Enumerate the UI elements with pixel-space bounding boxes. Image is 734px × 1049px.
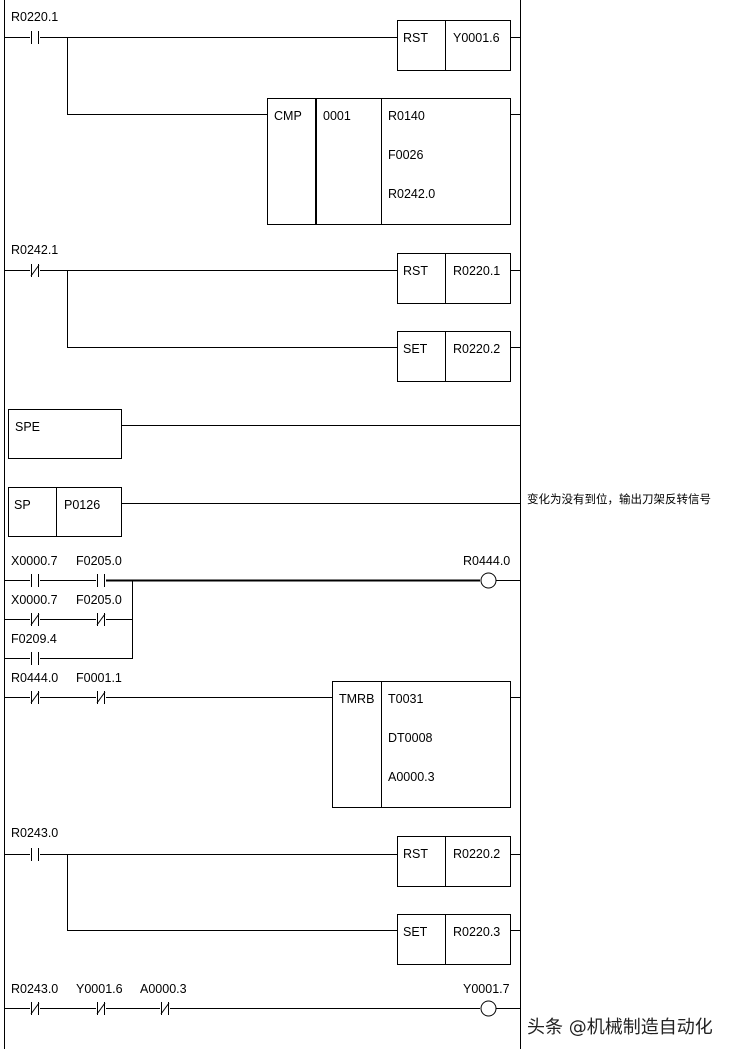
set-instruction-block[interactable]: SET R0220.3: [397, 914, 511, 965]
instruction-operand: R0220.3: [453, 925, 501, 939]
cmp-instruction-block[interactable]: CMP 0001 R0140 F0026 R0242.0: [267, 98, 511, 225]
rst-instruction-block[interactable]: RST R0220.2: [397, 836, 511, 887]
rung-6-wiring: [4, 691, 520, 704]
instruction-func: SPE: [15, 420, 41, 434]
rung-7-wiring: [4, 848, 520, 931]
instruction-operand: R0220.1: [453, 264, 501, 278]
instruction-operand: F0026: [388, 148, 424, 162]
coil-label: Y0001.7: [463, 982, 510, 996]
instruction-operand: R0220.2: [453, 342, 501, 356]
rung-1-wiring: [4, 31, 520, 115]
instruction-operand: T0031: [388, 692, 424, 706]
rung-5-wiring: [4, 572, 520, 665]
sp-instruction-block[interactable]: SP P0126: [8, 487, 122, 537]
coil-label: R0444.0: [463, 554, 511, 568]
instruction-param: 0001: [323, 109, 351, 123]
contact-label: X0000.7: [11, 593, 58, 607]
contact-label: F0205.0: [76, 593, 122, 607]
rung-comment: 变化为没有到位，输出刀架反转信号: [527, 492, 711, 506]
rst-instruction-block[interactable]: RST Y0001.6: [397, 20, 511, 71]
tmrb-instruction-block[interactable]: TMRB T0031 DT0008 A0000.3: [332, 681, 511, 808]
spe-instruction-block[interactable]: SPE: [8, 409, 122, 459]
contact-label: R0243.0: [11, 982, 59, 996]
watermark: 头条 @机械制造自动化: [527, 1017, 713, 1038]
contact-label: R0220.1: [11, 10, 59, 24]
coil-icon: [480, 1000, 497, 1017]
instruction-operand: Y0001.6: [453, 31, 500, 45]
instruction-func: RST: [403, 847, 428, 861]
rung-2-wiring: [4, 264, 520, 348]
rst-instruction-block[interactable]: RST R0220.1: [397, 253, 511, 304]
instruction-operand: R0242.0: [388, 187, 436, 201]
contact-label: F0209.4: [11, 632, 57, 646]
coil-icon: [480, 572, 497, 589]
instruction-func: RST: [403, 264, 428, 278]
instruction-func: SET: [403, 342, 428, 356]
instruction-func: SET: [403, 925, 428, 939]
contact-label: R0242.1: [11, 243, 59, 257]
instruction-func: CMP: [274, 109, 302, 123]
contact-label: F0001.1: [76, 671, 122, 685]
instruction-operand: R0220.2: [453, 847, 501, 861]
instruction-func: TMRB: [339, 692, 375, 706]
rung-8-wiring: [4, 1000, 520, 1017]
instruction-func: RST: [403, 31, 428, 45]
contact-label: R0444.0: [11, 671, 59, 685]
instruction-operand: DT0008: [388, 731, 433, 745]
set-instruction-block[interactable]: SET R0220.2: [397, 331, 511, 382]
instruction-operand: P0126: [64, 498, 101, 512]
contact-label: X0000.7: [11, 554, 58, 568]
contact-label: Y0001.6: [76, 982, 123, 996]
instruction-func: SP: [14, 498, 31, 512]
instruction-operand: A0000.3: [388, 770, 435, 784]
contact-label: R0243.0: [11, 826, 59, 840]
instruction-operand: R0140: [388, 109, 425, 123]
contact-label: A0000.3: [140, 982, 187, 996]
contact-label: F0205.0: [76, 554, 122, 568]
